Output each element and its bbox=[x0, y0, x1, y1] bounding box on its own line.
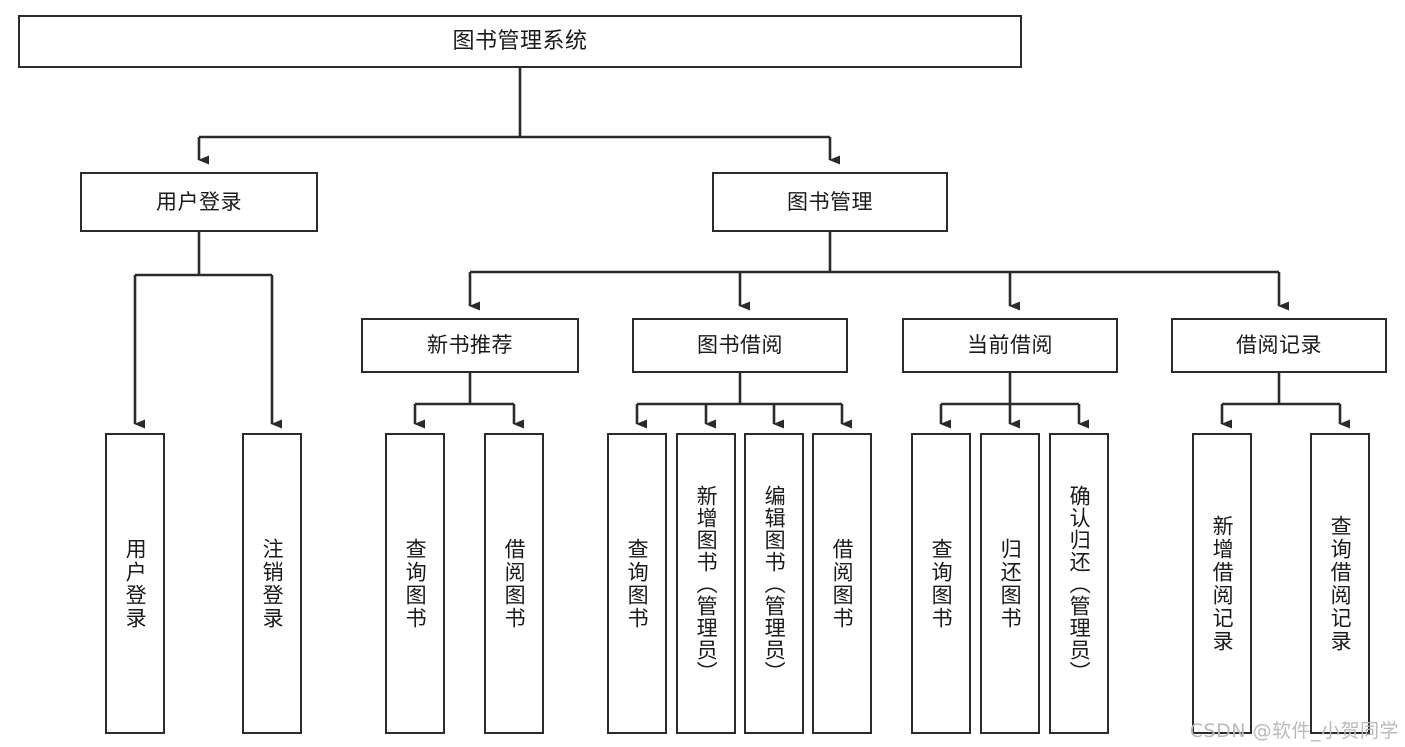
node-current-borrow[interactable]: 当前借阅 bbox=[902, 318, 1118, 373]
node-label: 借阅图书 bbox=[502, 537, 527, 630]
node-leaf-borrow-book-1[interactable]: 借阅图书 bbox=[484, 433, 544, 734]
node-label: 编辑图书（管理员） bbox=[762, 484, 787, 683]
node-label: 新增借阅记录 bbox=[1210, 514, 1235, 653]
node-book-management[interactable]: 图书管理 bbox=[712, 172, 948, 232]
node-leaf-query-book-2[interactable]: 查询图书 bbox=[607, 433, 667, 734]
node-label: 注销登录 bbox=[260, 537, 285, 630]
node-leaf-add-book[interactable]: 新增图书（管理员） bbox=[676, 433, 736, 734]
node-label: 新增图书（管理员） bbox=[694, 484, 719, 683]
node-label: 归还图书 bbox=[998, 537, 1023, 630]
node-label: 查询借阅记录 bbox=[1328, 514, 1353, 653]
node-label: 借阅图书 bbox=[830, 537, 855, 630]
node-leaf-query-borrow-record[interactable]: 查询借阅记录 bbox=[1310, 433, 1370, 734]
node-label: 图书管理系统 bbox=[452, 28, 588, 54]
node-new-book-recommend[interactable]: 新书推荐 bbox=[361, 318, 579, 373]
node-leaf-edit-book[interactable]: 编辑图书（管理员） bbox=[744, 433, 804, 734]
node-label: 借阅记录 bbox=[1236, 333, 1322, 358]
node-label: 用户登录 bbox=[156, 189, 242, 214]
node-label: 图书管理 bbox=[787, 189, 873, 214]
node-label: 查询图书 bbox=[403, 537, 428, 630]
node-label: 用户登录 bbox=[123, 537, 148, 630]
node-leaf-user-login[interactable]: 用户登录 bbox=[105, 433, 165, 734]
node-label: 当前借阅 bbox=[967, 333, 1053, 358]
node-leaf-confirm-return[interactable]: 确认归还（管理员） bbox=[1049, 433, 1109, 734]
node-label: 确认归还（管理员） bbox=[1067, 484, 1092, 683]
node-label: 查询图书 bbox=[625, 537, 650, 630]
node-label: 查询图书 bbox=[929, 537, 954, 630]
node-leaf-add-borrow-record[interactable]: 新增借阅记录 bbox=[1192, 433, 1252, 734]
node-label: 新书推荐 bbox=[427, 333, 513, 358]
node-book-borrow[interactable]: 图书借阅 bbox=[632, 318, 848, 373]
node-leaf-query-book-1[interactable]: 查询图书 bbox=[385, 433, 445, 734]
node-user-login[interactable]: 用户登录 bbox=[80, 172, 318, 232]
node-leaf-return-book[interactable]: 归还图书 bbox=[980, 433, 1040, 734]
node-leaf-logout-login[interactable]: 注销登录 bbox=[242, 433, 302, 734]
node-root-book-management-system[interactable]: 图书管理系统 bbox=[18, 15, 1022, 68]
node-leaf-borrow-book-2[interactable]: 借阅图书 bbox=[812, 433, 872, 734]
node-borrow-record[interactable]: 借阅记录 bbox=[1171, 318, 1387, 373]
node-label: 图书借阅 bbox=[697, 333, 783, 358]
node-leaf-query-book-3[interactable]: 查询图书 bbox=[911, 433, 971, 734]
watermark: CSDN @软件_小贺同学 bbox=[1189, 720, 1399, 742]
